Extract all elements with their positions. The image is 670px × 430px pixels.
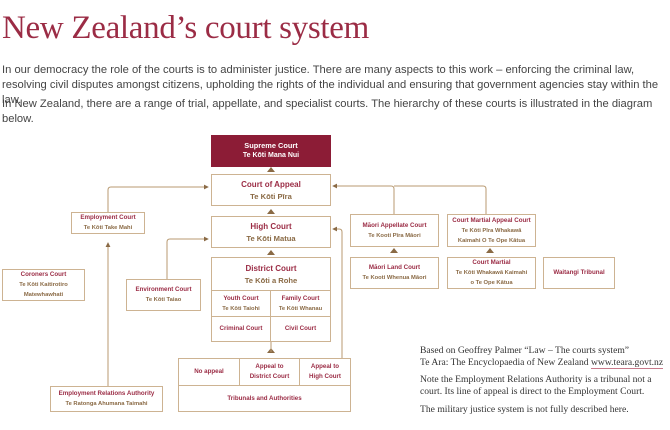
intro-paragraph: In our democracy the role of the courts … [2,64,659,106]
node-appeal-to-high: Appeal to High Court [300,359,350,385]
node-high-court: High Court Te Kōti Matua [211,216,331,248]
node-no-appeal: No appeal [179,359,240,385]
arrow-appeal-to-supreme [267,167,275,172]
node-civil-court: Civil Court [271,316,330,341]
node-employment-relations-authority: Employment Relations Authority Te Ratong… [50,386,163,412]
node-court-of-appeal: Court of Appeal Te Kōti Pīra [211,174,331,206]
connector-tribunal-to-high [332,226,343,358]
connector-maori-cmac-to-appeal [332,183,395,214]
node-criminal-court: Criminal Court [212,316,271,341]
node-family-court: Family Court Te Kōti Whanau [271,290,330,316]
node-youth-court: Youth Court Te Kōti Taiohi [212,290,271,316]
node-environment-court: Environment Court Te Kōti Taiao [126,279,201,311]
node-supreme-court: Supreme Court Te Kōti Mana Nui [211,135,331,167]
connector-employment-to-appeal [107,184,209,212]
source-line-1: Based on Geoffrey Palmer “Law – The cour… [420,345,630,356]
node-court-martial: Court Martial Te Kōti Whakawā Kaimahi o … [447,257,536,289]
page-title: New Zealand’s court system [2,10,370,46]
source-note: Based on Geoffrey Palmer “Law – The cour… [420,345,664,369]
node-cmac: Court Martial Appeal Court Te Kōti Pīra … [447,214,536,247]
node-coroners-court: Coroners Court Te Kōti Kaitirotiro Matew… [2,269,85,301]
node-maori-appellate-court: Māori Appellate Court Te Kooti Pīra Māor… [350,214,439,247]
military-note: The military justice system is not fully… [420,404,629,415]
node-district-court-group: District Court Te Kōti a Rohe Youth Cour… [211,257,331,342]
arrow-martial-to-cmac [486,248,494,253]
era-note: Note the Employment Relations Authority … [420,374,652,398]
node-employment-court: Employment Court Te Kōti Take Mahi [71,212,145,234]
node-appeal-to-district: Appeal to District Court [240,359,300,385]
node-waitangi-tribunal: Waitangi Tribunal [543,257,615,289]
era-note-line-1: Note the Employment Relations Authority … [420,374,652,385]
connector-cmac-branch [394,185,487,214]
teara-link[interactable]: www.teara.govt.nz [590,357,664,369]
node-tribunals-and-authorities: Tribunals and Authorities [179,385,350,411]
node-maori-land-court: Māori Land Court Te Kooti Whenua Māori [350,257,439,289]
arrow-district-to-high [267,250,275,255]
arrow-land-to-appellate [390,248,398,253]
connector-environment-to-high [166,236,209,280]
arrow-high-to-appeal [267,209,275,214]
era-note-line-2: court. Its line of appeal is direct to t… [420,386,645,397]
node-district-court: District Court Te Kōti a Rohe [212,258,330,290]
intro-paragraph: In New Zealand, there are a range of tri… [2,98,653,125]
source-line-2: Te Ara: The Encyclopaedia of New Zealand [420,357,591,368]
node-tribunals-group: No appeal Appeal to District Court Appea… [178,358,351,412]
